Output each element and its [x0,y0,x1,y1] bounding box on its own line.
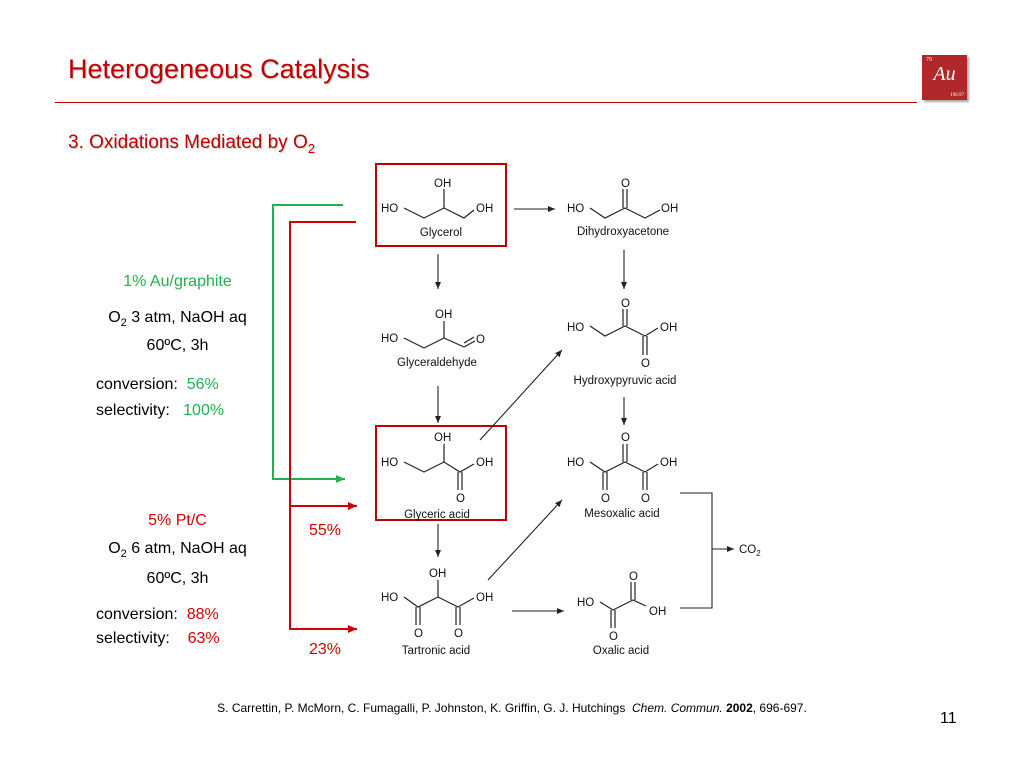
mesoxalic-o-right: O [641,493,650,505]
catalyst1-temperature: 60ºC, 3h [146,337,209,354]
catalyst1-pressure: O2 3 atm, NaOH aq [108,309,247,330]
glycerol-label: Glycerol [420,227,462,239]
oxalic-o-top: O [629,571,638,583]
hydroxypyruvic-ho: HO [567,322,584,334]
red-pathway-arrow-tartronic [289,506,357,633]
glycerol-highlight-box [375,163,507,247]
page-number: 11 [940,710,957,727]
catalyst2-selectivity: selectivity: 63% [96,630,220,647]
glyceric-acid-highlight-box [375,425,507,521]
dihydroxyacetone-ho: HO [567,203,584,215]
glyceric-acid-yield: 55% [309,522,342,539]
arrow-tartronic-to-mesoxalic [487,499,563,581]
dihydroxyacetone-structure [589,189,661,219]
glyceric-o: O [456,493,465,505]
tartronic-ho: HO [381,592,398,604]
tartronic-acid-structure [403,580,475,625]
green-pathway-arrow [272,204,345,483]
red-pathway-arrow-glyceric [289,221,357,510]
dihydroxyacetone-label: Dihydroxyacetone [577,226,669,238]
dihydroxyacetone-oh: OH [661,203,678,215]
mesoxalic-acid-structure [589,444,659,490]
oxalic-ho: HO [577,597,594,609]
glycerol-oh-right: OH [476,203,493,215]
glycerol-ho: HO [381,203,398,215]
hydroxypyruvic-oh: OH [660,322,677,334]
dihydroxyacetone-o: O [621,178,630,190]
tartronic-o-left: O [414,628,423,640]
mesoxalic-acid-label: Mesoxalic acid [584,508,659,520]
oxalic-oh: OH [649,606,666,618]
hydroxypyruvic-acid-structure [589,309,659,355]
hydroxypyruvic-o-bottom: O [641,358,650,370]
bracket-to-co2 [680,492,713,609]
glyceraldehyde-ho: HO [381,333,398,345]
mesoxalic-ho: HO [567,457,584,469]
tartronic-acid-label: Tartronic acid [402,645,470,657]
catalyst2-name: 5% Pt/C [148,512,207,529]
oxalic-acid-label: Oxalic acid [593,645,649,657]
glyceric-ho: HO [381,457,398,469]
tartronic-oh-right: OH [476,592,493,604]
hydroxypyruvic-o-top: O [621,298,630,310]
catalyst1-name: 1% Au/graphite [123,273,232,290]
gold-element-logo: 79 Au 196.97 [922,55,967,100]
mesoxalic-o-top: O [621,432,630,444]
arrow-glyceric-to-hydroxypyruvic [479,349,563,441]
hydroxypyruvic-acid-label: Hydroxypyruvic acid [574,375,677,387]
logo-atomic-mass: 196.97 [950,93,964,98]
tartronic-o-right: O [454,628,463,640]
glyceric-oh-right: OH [476,457,493,469]
tartronic-oh-top: OH [429,568,446,580]
catalyst1-conversion: conversion: 56% [96,376,219,393]
glycerol-structure [403,189,475,219]
glyceraldehyde-o: O [476,334,485,346]
tartronic-acid-yield: 23% [309,641,342,658]
catalyst2-conversion: conversion: 88% [96,606,219,623]
catalyst2-pressure: O2 6 atm, NaOH aq [108,540,247,561]
catalyst1-selectivity: selectivity: 100% [96,402,225,419]
slide-title: Heterogeneous Catalysis [68,54,370,84]
literature-reference: S. Carrettin, P. McMorn, C. Fumagalli, P… [217,701,807,715]
title-divider [55,102,917,103]
glyceric-acid-structure [403,444,475,490]
glyceraldehyde-label: Glyceraldehyde [397,357,477,369]
catalyst2-temperature: 60ºC, 3h [146,570,209,587]
glyceraldehyde-oh: OH [435,309,452,321]
logo-symbol: Au [933,63,956,85]
section-subtitle: 3. Oxidations Mediated by O2 [68,132,315,156]
logo-atomic-number: 79 [926,57,932,63]
co2-label: CO2 [739,544,761,558]
mesoxalic-oh: OH [660,457,677,469]
oxalic-o-bottom: O [609,631,618,643]
oxalic-acid-structure [599,582,647,628]
mesoxalic-o-left: O [601,493,610,505]
glycerol-oh-top: OH [434,178,451,190]
glyceric-oh-top: OH [434,432,451,444]
glyceric-acid-label: Glyceric acid [404,509,470,521]
glyceraldehyde-structure [403,321,476,349]
